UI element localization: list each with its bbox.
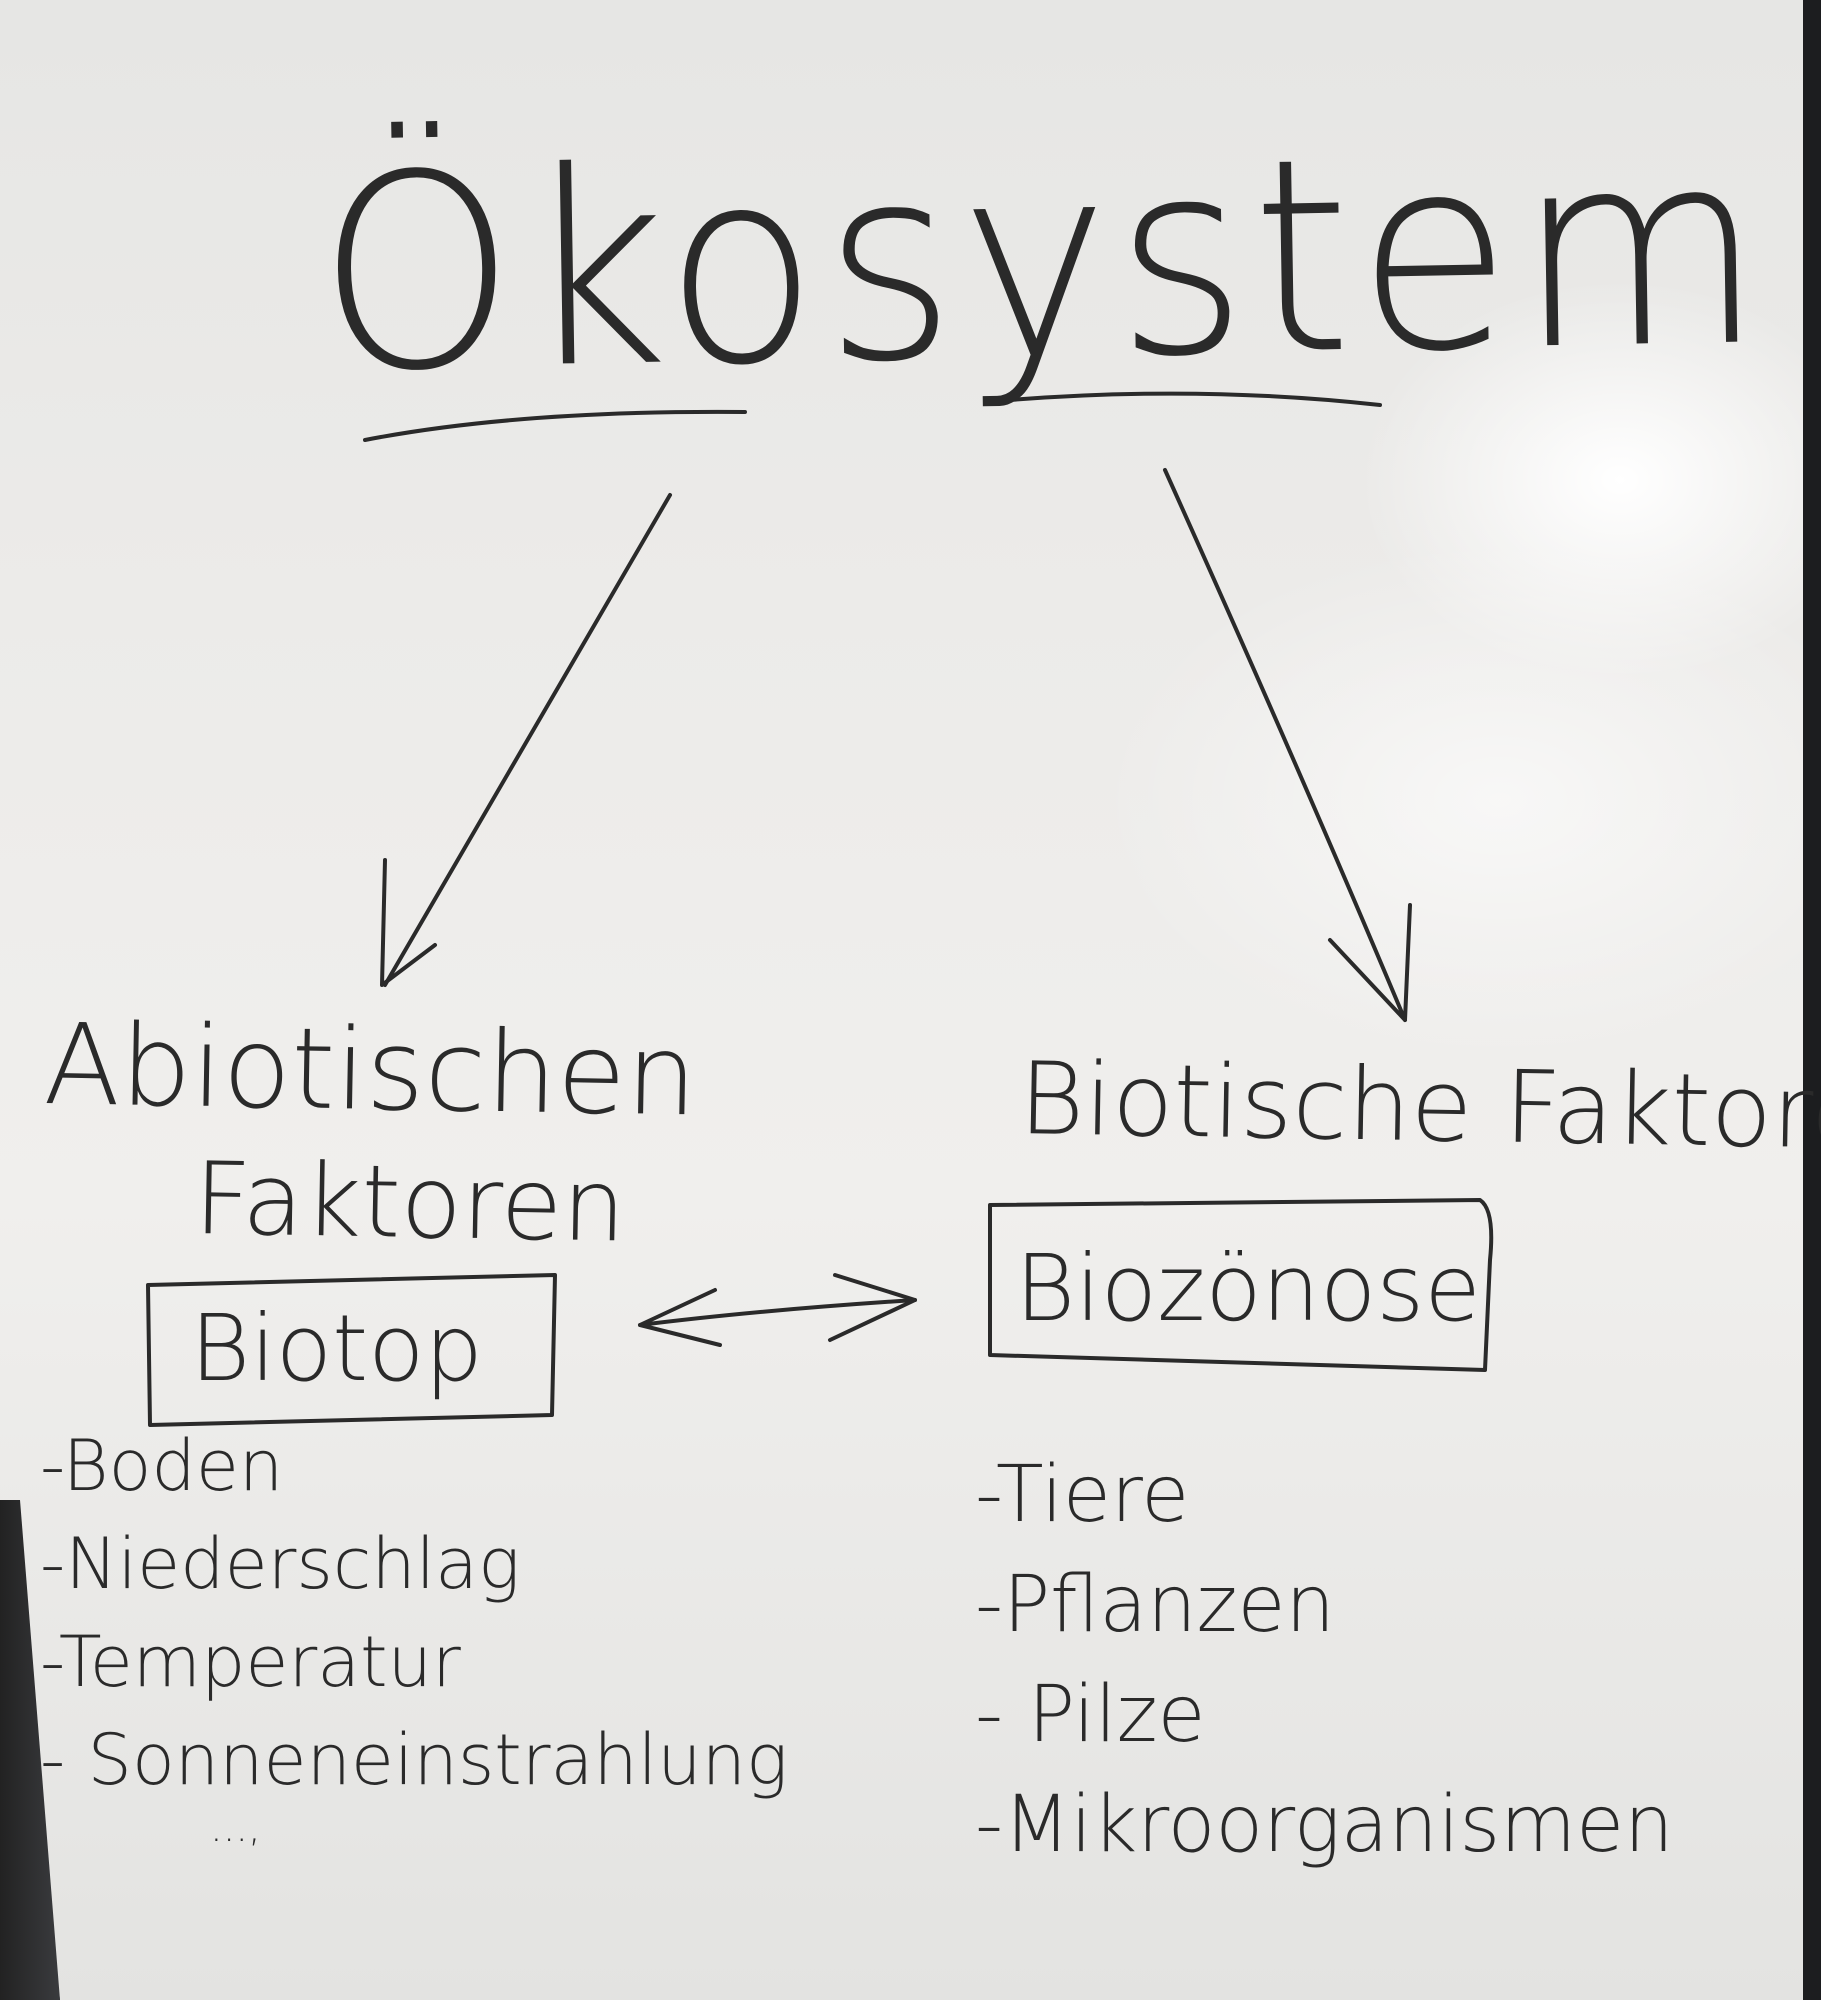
arrow-left-shaft — [383, 493, 672, 987]
title-underline-right — [1008, 391, 1382, 407]
list-item: - Pilze — [975, 1670, 1206, 1760]
list-item: -Pflanzen — [975, 1560, 1335, 1650]
biotop-box — [146, 1273, 557, 1427]
biozoenose-box — [988, 1198, 1494, 1372]
abiotic-heading-line2: Faktoren — [192, 1140, 627, 1265]
biotop-label: Biotop — [190, 1295, 483, 1402]
title-underline-left — [363, 409, 747, 442]
title: Ökosystem — [315, 93, 1771, 432]
abiotic-factor-list: -Boden -Niederschlag -Temperatur - Sonne… — [40, 1425, 788, 1817]
list-item: -Tiere — [975, 1450, 1190, 1540]
ellipsis: ..., — [210, 1805, 261, 1851]
list-item: - Sonneneinstrahlung — [40, 1719, 788, 1801]
arrow-left-head — [380, 858, 437, 987]
double-arrow-head-left — [638, 1288, 722, 1347]
arrow-right-shaft — [1163, 468, 1407, 1022]
double-arrow-shaft — [638, 1298, 917, 1327]
board-frame-edge — [1803, 0, 1821, 2000]
list-item: -Mikroorganismen — [975, 1780, 1674, 1870]
biotic-factor-list: -Tiere -Pflanzen - Pilze -Mikroorganisme… — [975, 1450, 1674, 1890]
biozoenose-label: Biozönose — [1015, 1235, 1481, 1342]
list-item: -Temperatur — [40, 1621, 461, 1703]
list-item: -Boden — [40, 1425, 284, 1507]
list-item: -Niederschlag — [40, 1523, 521, 1605]
arrow-right-head — [1328, 903, 1412, 1022]
biotic-heading: Biotische Faktoren — [1017, 1040, 1821, 1173]
abiotic-heading: Abiotischen — [42, 1000, 699, 1142]
double-arrow-head-right — [828, 1273, 917, 1342]
